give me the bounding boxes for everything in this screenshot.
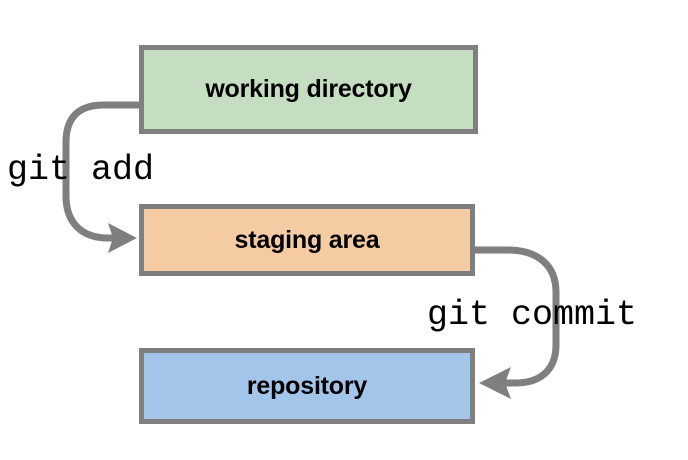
git-add-connector bbox=[62, 101, 143, 253]
git-commit-arrowhead bbox=[479, 367, 511, 399]
edge-label-git-commit: git commit bbox=[427, 295, 638, 335]
git-commit-connector bbox=[471, 246, 560, 399]
edge-label-git-add: git add bbox=[7, 150, 155, 190]
node-staging-area[interactable]: staging area bbox=[139, 204, 475, 276]
node-working-directory[interactable]: working directory bbox=[139, 45, 478, 134]
node-repository-label: repository bbox=[246, 371, 368, 400]
node-repository[interactable]: repository bbox=[139, 348, 475, 424]
node-working-directory-label: working directory bbox=[205, 75, 412, 103]
node-staging-area-label: staging area bbox=[234, 225, 380, 254]
git-add-arrowhead bbox=[108, 223, 137, 253]
